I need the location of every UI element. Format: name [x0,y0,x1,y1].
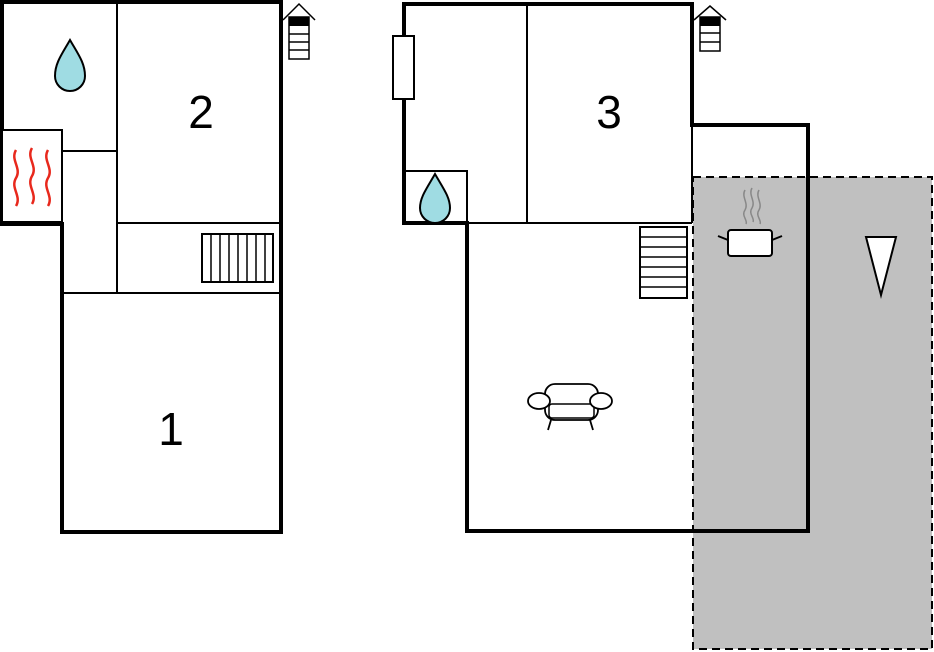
terrace-icon [864,236,898,299]
room-number-1: 1 [158,403,184,455]
bathroom-icon [418,171,452,224]
stairs-icon [201,233,274,283]
floor-left: 2 1 [0,0,316,534]
room-number-3: 3 [596,86,622,138]
fireplace-icon [693,5,727,52]
bathroom-icon [53,37,87,92]
floor-right: 3 [392,2,810,533]
room-number-2: 2 [188,86,214,138]
fireplace-icon [282,2,316,60]
floor-left-outline [0,0,283,534]
sauna-icon [1,129,63,223]
sofa-icon [527,383,613,431]
stairs-icon [639,226,688,299]
window-panel [392,35,415,100]
kitchen-icon [717,187,783,257]
floor-right-outline [402,2,810,533]
